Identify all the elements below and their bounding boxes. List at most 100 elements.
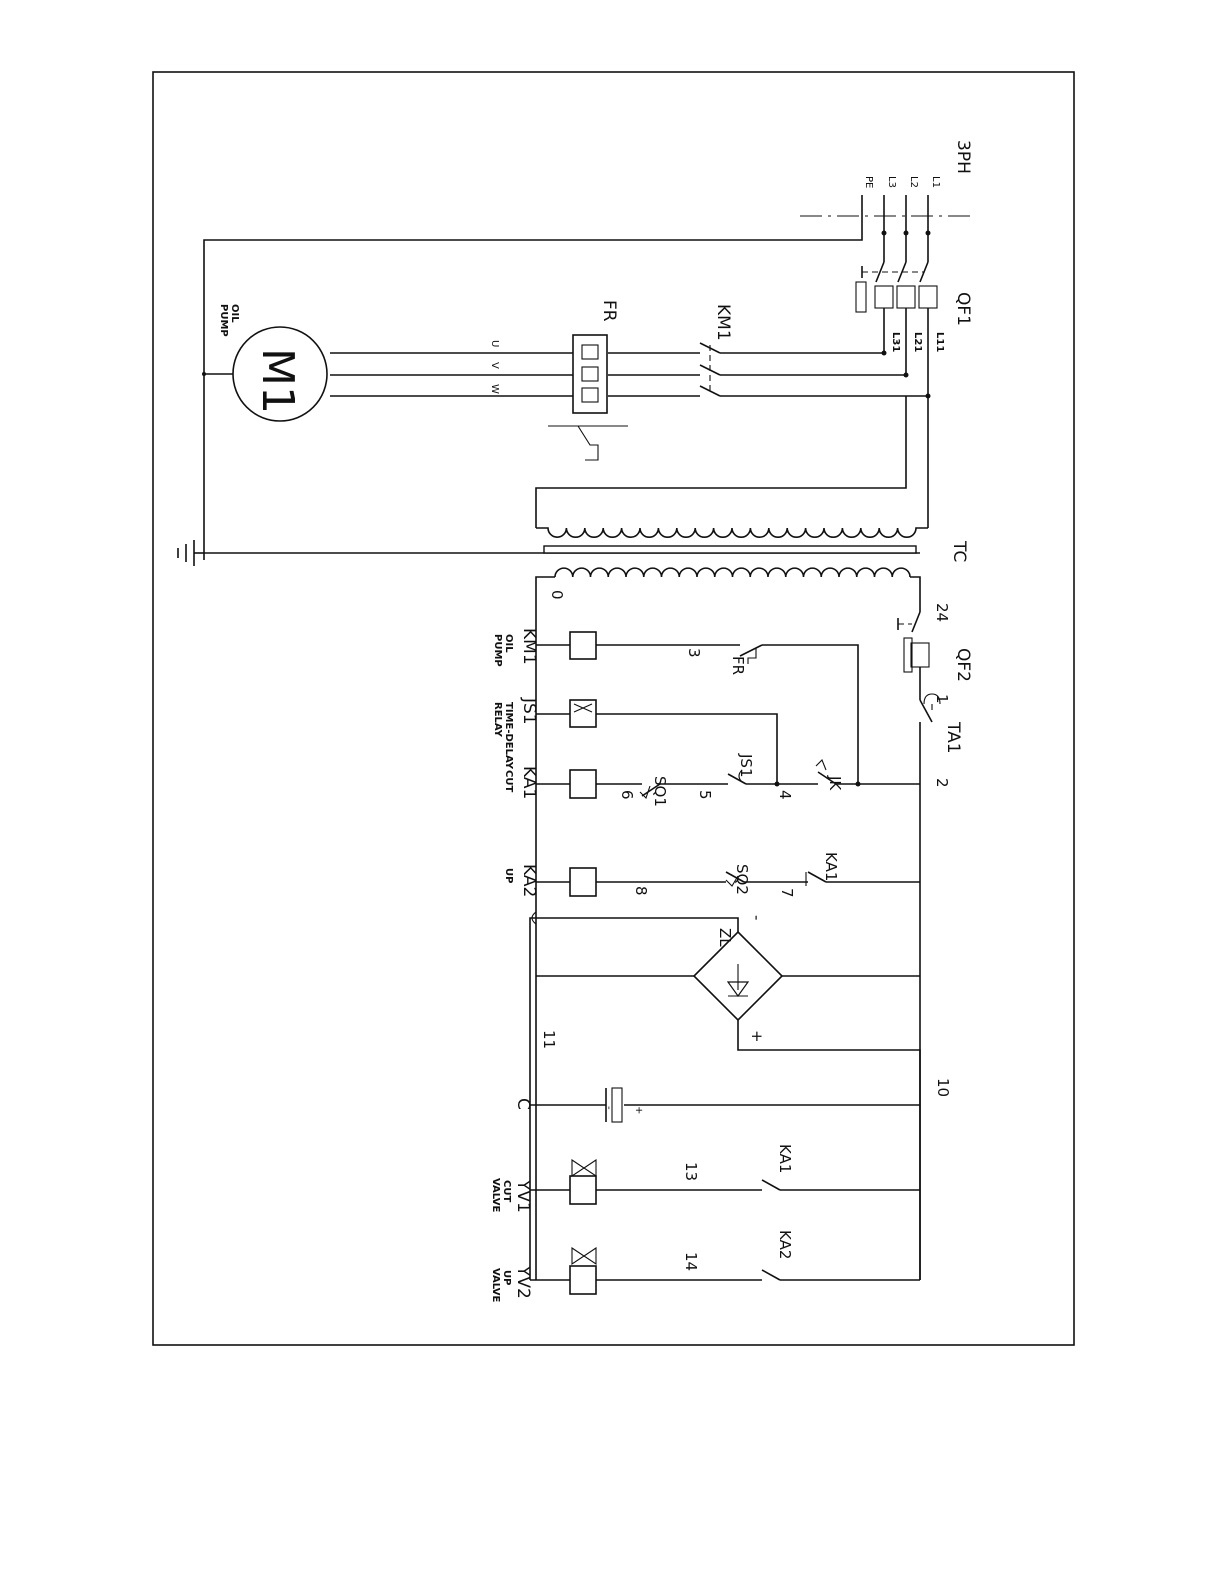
wire-no-10: 10 <box>934 1078 952 1097</box>
wire-no-3: 3 <box>685 648 703 658</box>
phase-label-pe: PE <box>863 176 874 188</box>
dc-circuit: C + - KA1 13 YV1 CUT VALVE KA2 14 YV2 UP… <box>490 1088 920 1303</box>
coil-caption-km1-1: OIL <box>503 634 514 653</box>
phase-label-l1: L1 <box>930 176 941 188</box>
ka2-no-contact <box>762 1270 780 1280</box>
motor-caption-oil: OIL <box>229 304 240 323</box>
main-circuit: KM1 FR U V W M1 OIL PUMP <box>202 300 931 460</box>
fr-thermal-symbol <box>578 426 598 460</box>
phase-label-l3: L3 <box>886 176 897 188</box>
junction <box>882 351 887 356</box>
line-label-l21: L21 <box>912 332 923 352</box>
wire-10 <box>738 1020 920 1280</box>
qf1-trip <box>856 282 866 312</box>
ka1-no-contact <box>762 1180 780 1190</box>
fr-overload-label: FR <box>599 300 619 322</box>
junction <box>202 372 206 376</box>
valve-caption-yv2-1: UP <box>501 1270 512 1285</box>
wire-u <box>720 350 884 353</box>
coil-name-ka1: KA1 <box>519 766 539 799</box>
valve-icon <box>584 1248 596 1264</box>
fr-overload-box <box>573 335 607 413</box>
wire-no-4: 4 <box>776 790 794 800</box>
wire-no-24: 24 <box>933 603 951 622</box>
qf1-thermal-3 <box>875 286 893 308</box>
coil-caption-ka2: UP <box>503 868 514 883</box>
capacitor-plate <box>612 1088 622 1122</box>
breaker-qf1: QF1 L11 L21 L31 <box>856 262 973 352</box>
coil-js1 <box>570 700 596 727</box>
coil-caption-ka1: CUT <box>503 770 514 792</box>
wire-11 <box>530 918 738 1280</box>
wire-no-5: 5 <box>696 790 714 800</box>
fr-contact-label: FR <box>729 656 747 675</box>
junction <box>882 231 887 236</box>
coil-name-js1: JS1 <box>519 697 539 725</box>
ta1-contact <box>920 700 932 722</box>
drawing-frame <box>153 72 1074 1345</box>
valve-icon <box>572 1160 584 1176</box>
fr-heater-1 <box>582 345 598 359</box>
capacitor-label: C <box>513 1098 533 1110</box>
motor-phase-w: W <box>489 384 500 394</box>
wire-no-11: 11 <box>540 1030 558 1049</box>
qf1-label: QF1 <box>953 292 973 326</box>
coil-name-km1: KM1 <box>519 628 539 665</box>
coil-yv1 <box>570 1176 596 1204</box>
coil-caption-km1-2: PUMP <box>492 634 503 667</box>
fr-contact <box>740 645 762 656</box>
fr-heater-2 <box>582 367 598 381</box>
capacitor-minus: - <box>603 1106 614 1110</box>
coil-ka1 <box>570 770 596 798</box>
ka1-nc-label: KA1 <box>822 852 840 881</box>
fr-heater-3 <box>582 388 598 402</box>
primary-winding <box>536 528 928 537</box>
wire-no-8: 8 <box>632 886 650 896</box>
primary-wire-a <box>536 396 906 528</box>
transformer-label: TC <box>949 540 969 562</box>
valve-name-yv1: YV1 <box>513 1179 533 1213</box>
transformer-tc: TC 0 24 <box>536 396 969 1280</box>
qf2-contact <box>912 612 920 632</box>
sq1-actuator <box>640 786 650 798</box>
coil-caption-js1-2: RELAY <box>492 702 503 738</box>
valve-contact-ka1-label: KA1 <box>776 1144 794 1173</box>
valve-caption-yv1-2: VALVE <box>490 1178 501 1213</box>
junction <box>926 231 931 236</box>
wire-no-2: 2 <box>933 778 951 788</box>
valve-icon <box>584 1160 596 1176</box>
wire-w <box>720 350 928 396</box>
rectifier-zl: ZL - + 10 11 <box>530 912 952 1280</box>
motor-m1-label: M1 <box>252 348 303 414</box>
wire-24 <box>910 577 920 612</box>
coil-caption-js1-1: TIME-DELAY <box>503 702 514 770</box>
secondary-winding <box>555 568 910 577</box>
supply-section: 3PH L1 L2 L3 PE <box>204 140 973 560</box>
motor-caption-pump: PUMP <box>218 304 229 337</box>
coil-name-ka2: KA2 <box>519 864 539 897</box>
phase-label-l2: L2 <box>908 176 919 188</box>
km1-main-label: KM1 <box>713 304 733 341</box>
junction <box>904 231 909 236</box>
valve-name-yv2: YV2 <box>513 1265 533 1299</box>
capacitor-plus: + <box>633 1106 644 1114</box>
valve-contact-ka2-label: KA2 <box>776 1230 794 1259</box>
transformer-core <box>544 546 916 553</box>
coil-yv2 <box>570 1266 596 1294</box>
supply-title: 3PH <box>953 140 973 174</box>
line-label-l11: L11 <box>934 332 945 352</box>
wire-no-13: 13 <box>682 1162 700 1181</box>
ta1-label: TA1 <box>943 721 963 754</box>
qf2-thermal <box>911 643 929 667</box>
qf1-thermal-2 <box>897 286 915 308</box>
coil-ka2 <box>570 868 596 896</box>
wire-no-6: 6 <box>618 790 636 800</box>
rectifier-minus: - <box>748 915 766 920</box>
jk-actuator <box>816 760 826 770</box>
junction <box>904 373 909 378</box>
valve-icon <box>572 1248 584 1264</box>
sq1-label: SQ1 <box>651 776 669 807</box>
line-label-l31: L31 <box>890 332 901 352</box>
